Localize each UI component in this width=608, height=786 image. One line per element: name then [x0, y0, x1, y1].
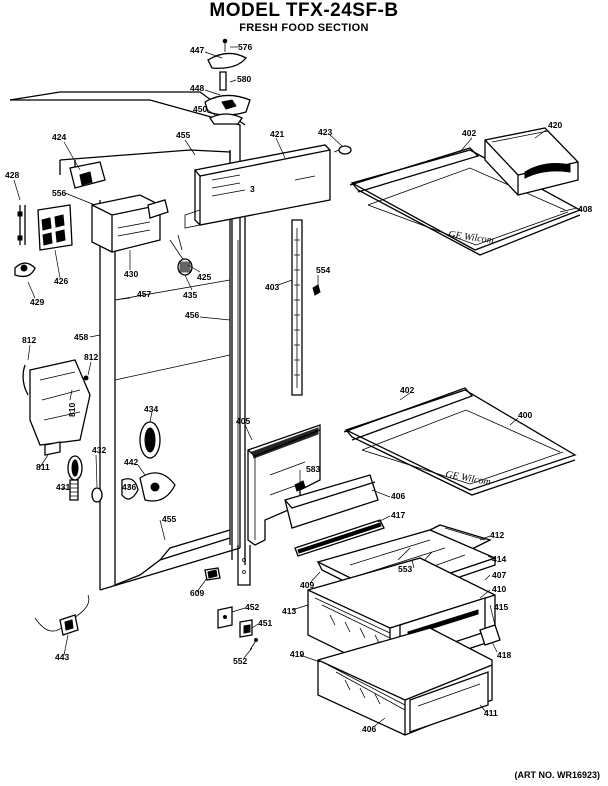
part-label-447: 447 — [190, 45, 204, 55]
bottom-hinge — [217, 606, 258, 651]
art-number: (ART NO. WR16923) — [514, 770, 600, 780]
svg-text:3: 3 — [250, 184, 255, 194]
part-label-424: 424 — [52, 132, 66, 142]
part-label-420: 420 — [548, 120, 562, 130]
part-label-407: 407 — [492, 570, 506, 580]
part-label-455-top: 455 — [176, 130, 190, 140]
part-label-580: 580 — [237, 74, 251, 84]
part-label-417: 417 — [391, 510, 405, 520]
part-label-414: 414 — [492, 554, 506, 564]
light-bulb — [333, 145, 352, 155]
part-label-452: 452 — [245, 602, 259, 612]
part-label-409: 409 — [300, 580, 314, 590]
top-hinge-assembly — [204, 38, 251, 125]
part-label-812-a: 812 — [22, 335, 36, 345]
part-label-812-b: 812 — [84, 352, 98, 362]
lower-shelf — [343, 387, 577, 496]
part-label-400: 400 — [518, 410, 532, 420]
clip-609 — [204, 567, 221, 581]
heater-443 — [34, 594, 90, 636]
part-label-553: 553 — [398, 564, 412, 574]
part-label-418: 418 — [497, 650, 511, 660]
part-label-421: 421 — [270, 129, 284, 139]
light-shield-434 — [139, 421, 161, 459]
crisper-cover-support — [284, 474, 379, 529]
part-label-410: 410 — [492, 584, 506, 594]
upper-shelf — [349, 147, 582, 256]
part-label-457: 457 — [137, 289, 151, 299]
part-label-408: 408 — [578, 204, 592, 214]
part-label-458: 458 — [74, 332, 88, 342]
evap-cover-panel — [22, 359, 91, 446]
part-label-403: 403 — [265, 282, 279, 292]
part-label-450: 450 — [193, 104, 207, 114]
bulb-socket-436 — [91, 487, 103, 503]
part-label-428: 428 — [5, 170, 19, 180]
part-label-443: 443 — [55, 652, 69, 662]
leader-lines — [13, 46, 578, 729]
part-label-415: 415 — [494, 602, 508, 612]
part-label-432: 432 — [92, 445, 106, 455]
part-label-411: 411 — [484, 708, 498, 718]
part-label-425: 425 — [197, 272, 211, 282]
part-label-413: 413 — [282, 606, 296, 616]
control-housing: 3 — [184, 144, 331, 229]
dairy-bin — [484, 127, 579, 196]
wire-connector — [169, 234, 193, 276]
light-socket-811 — [44, 441, 61, 456]
part-label-456: 456 — [185, 310, 199, 320]
part-label-429: 429 — [30, 297, 44, 307]
part-label-406-pan: 406 — [362, 724, 376, 734]
part-label-554: 554 — [316, 265, 330, 275]
part-label-442: 442 — [124, 457, 138, 467]
part-label-402-lower: 402 — [400, 385, 414, 395]
part-label-810: 810 — [67, 403, 77, 417]
light-lens-432 — [67, 455, 83, 481]
damper-442 — [121, 472, 176, 502]
part-label-434: 434 — [144, 404, 158, 414]
screw-812 — [83, 375, 89, 381]
part-label-448: 448 — [190, 83, 204, 93]
part-label-556: 556 — [52, 188, 66, 198]
part-label-811: 811 — [36, 462, 50, 472]
part-label-426: 426 — [54, 276, 68, 286]
part-label-451: 451 — [258, 618, 272, 628]
part-label-431: 431 — [56, 482, 70, 492]
control-block — [17, 194, 169, 253]
control-knob — [14, 262, 36, 278]
part-label-423: 423 — [318, 127, 332, 137]
part-label-455-bottom: 455 — [162, 514, 176, 524]
divider-strip — [294, 519, 385, 557]
part-label-576: 576 — [238, 42, 252, 52]
part-label-583: 583 — [306, 464, 320, 474]
part-label-609: 609 — [190, 588, 204, 598]
crisper-bracket — [247, 424, 321, 546]
part-label-430: 430 — [124, 269, 138, 279]
part-label-436: 436 — [122, 482, 136, 492]
part-label-412: 412 — [490, 530, 504, 540]
diagram-subtitle: FRESH FOOD SECTION — [239, 22, 369, 34]
diagram-title: MODEL TFX-24SF-B — [209, 0, 399, 21]
part-label-405: 405 — [236, 416, 250, 426]
part-label-552: 552 — [233, 656, 247, 666]
part-label-419: 419 — [290, 649, 304, 659]
screw-554 — [312, 284, 321, 296]
part-label-435: 435 — [183, 290, 197, 300]
spring-431 — [69, 479, 79, 501]
part-label-406: 406 — [391, 491, 405, 501]
pan-clip — [479, 624, 501, 646]
shelf-support-bar — [291, 219, 303, 396]
part-labels: 447 576 448 580 450 424 455 421 423 402 … — [5, 42, 592, 734]
lower-crisper-pan — [317, 627, 493, 736]
vertical-rails — [231, 215, 251, 586]
part-label-402-upper: 402 — [462, 128, 476, 138]
